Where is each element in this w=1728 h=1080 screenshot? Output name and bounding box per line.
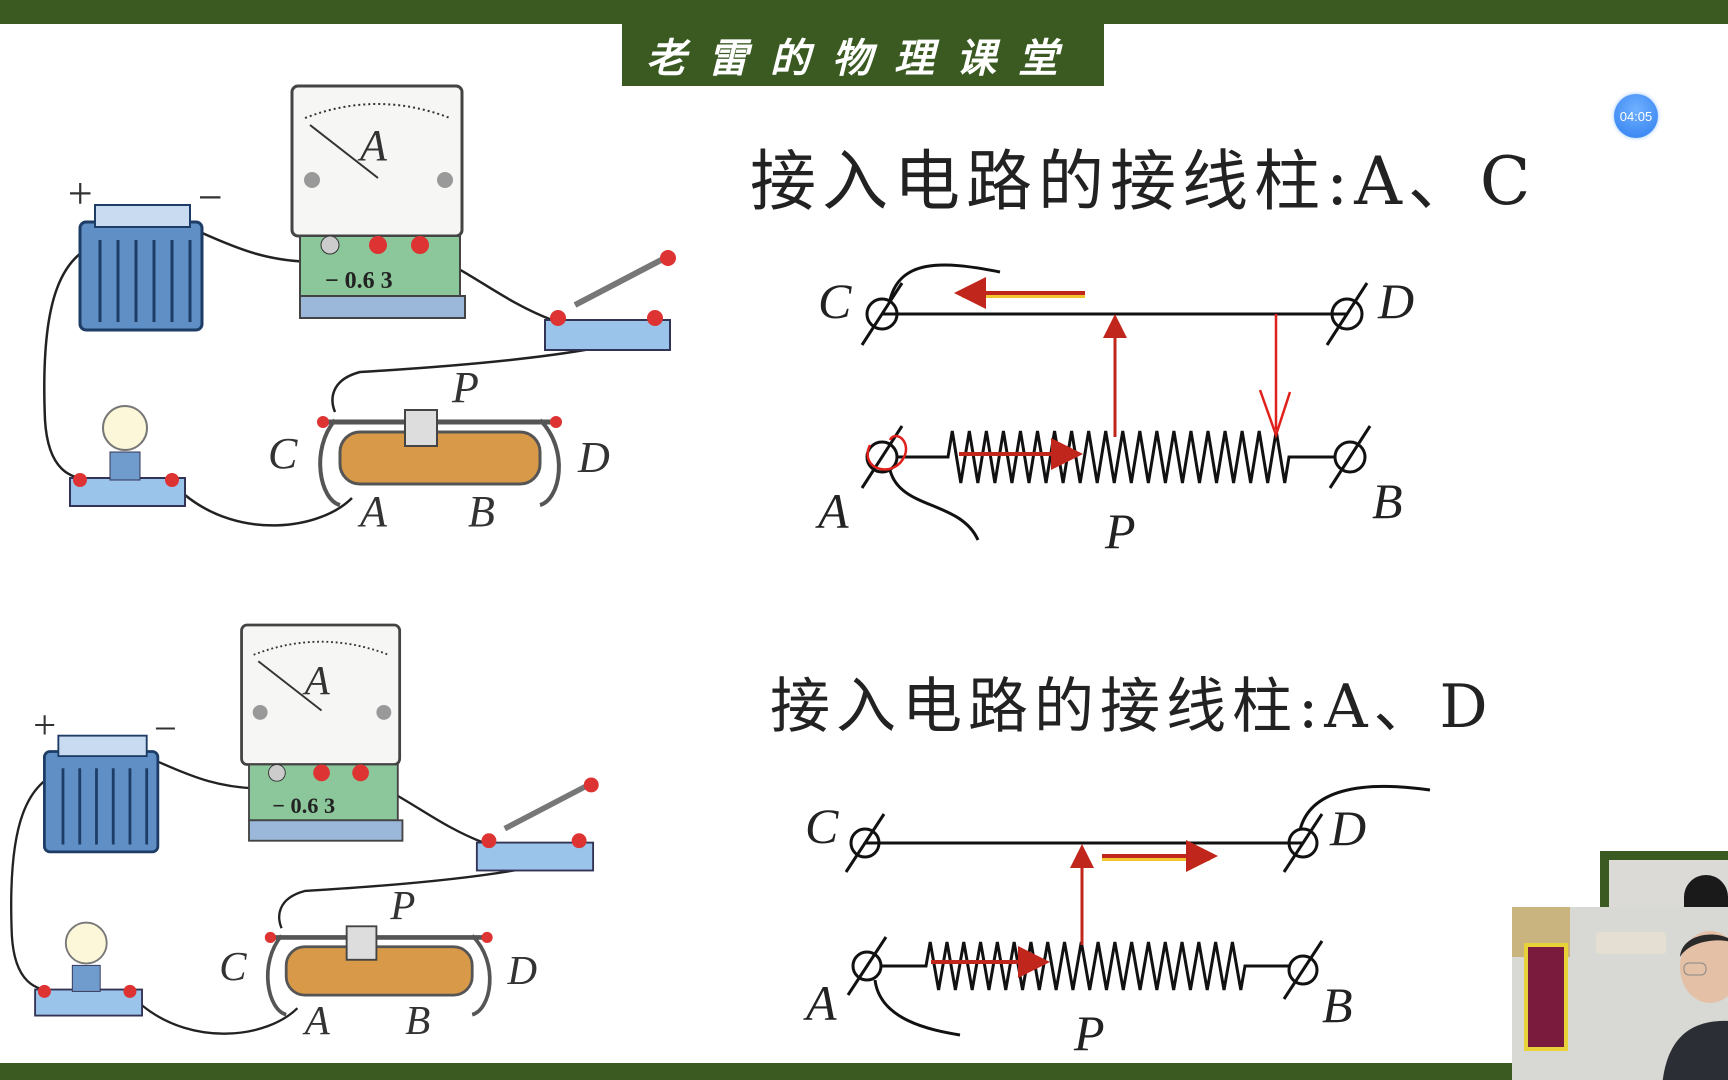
rheostat-label-a: A xyxy=(357,487,388,536)
banner-flag xyxy=(1524,943,1568,1051)
battery-plus-label: + xyxy=(30,702,58,747)
battery xyxy=(43,734,160,854)
sliding-rheostat xyxy=(264,925,493,1017)
label-b: B xyxy=(1322,977,1353,1033)
rheostat-label-b: B xyxy=(468,487,495,536)
terminal-c xyxy=(849,827,881,859)
light-bulb xyxy=(34,921,143,1017)
channel-title-banner: 老雷的物理课堂 xyxy=(622,24,1104,86)
label-a: A xyxy=(803,975,837,1031)
person xyxy=(1662,931,1728,1080)
knife-switch xyxy=(475,777,599,872)
annotation-circle-a xyxy=(866,434,908,471)
wire-d xyxy=(1298,784,1431,831)
light-bulb xyxy=(69,405,186,507)
wire-c xyxy=(888,263,1001,301)
resistance-coil xyxy=(897,430,1335,484)
heading-ad: 接入电路的接线柱:A、D xyxy=(770,672,1494,742)
rheostat-label-c: C xyxy=(219,944,247,989)
rheostat-label-p: P xyxy=(451,363,479,412)
terminal-d xyxy=(1287,827,1319,859)
battery-plus-label: + xyxy=(65,169,95,218)
ammeter-scale-label: − 0.6 3 xyxy=(272,793,335,818)
webcam-video[interactable] xyxy=(1512,907,1728,1080)
wire xyxy=(10,767,73,993)
label-b: B xyxy=(1372,473,1403,529)
top-bar xyxy=(0,0,1728,24)
resistance-coil xyxy=(881,941,1289,991)
heading-ac: 接入电路的接线柱:A、C xyxy=(750,143,1537,220)
rheostat-label-d: D xyxy=(507,948,538,993)
wire xyxy=(43,238,111,482)
circuit-illustration: + − A − 0.6 3 P C D A B xyxy=(43,84,676,536)
battery-minus-label: − xyxy=(151,706,179,751)
label-c: C xyxy=(805,798,839,854)
battery-minus-label: − xyxy=(195,173,225,222)
ammeter xyxy=(240,623,404,842)
circuit-illustration: + − A − 0.6 3 P C D A B xyxy=(10,623,599,1043)
annotation-down-arrow xyxy=(1258,314,1292,439)
label-c: C xyxy=(818,273,852,329)
participant-video-thumbnail[interactable] xyxy=(1600,851,1728,915)
terminal-c xyxy=(865,297,899,331)
rheostat-schematic-ad xyxy=(844,784,1431,1037)
terminal-b xyxy=(1287,954,1319,986)
knife-switch xyxy=(544,250,676,351)
ammeter-scale-label: − 0.6 3 xyxy=(325,268,393,294)
ammeter-symbol: A xyxy=(302,658,331,703)
ammeter xyxy=(290,84,466,319)
wire-a xyxy=(873,979,961,1037)
battery xyxy=(78,204,204,332)
rheostat-label-d: D xyxy=(577,433,610,482)
rheostat-label-p: P xyxy=(389,883,415,928)
label-d: D xyxy=(1329,800,1366,856)
ammeter-symbol: A xyxy=(357,121,388,170)
rheostat-schematic-ac xyxy=(860,263,1372,541)
rheostat-label-b: B xyxy=(405,998,430,1043)
timer-badge[interactable]: 04:05 xyxy=(1614,94,1658,138)
wire-a xyxy=(888,469,980,541)
rheostat-label-a: A xyxy=(302,998,331,1043)
label-d: D xyxy=(1377,273,1414,329)
label-p: P xyxy=(1104,503,1136,559)
rheostat-label-c: C xyxy=(268,429,298,478)
sliding-rheostat xyxy=(317,409,562,507)
label-p: P xyxy=(1073,1005,1105,1061)
terminal-d xyxy=(1330,297,1364,331)
bottom-bar xyxy=(0,1063,1728,1080)
label-a: A xyxy=(815,483,849,539)
